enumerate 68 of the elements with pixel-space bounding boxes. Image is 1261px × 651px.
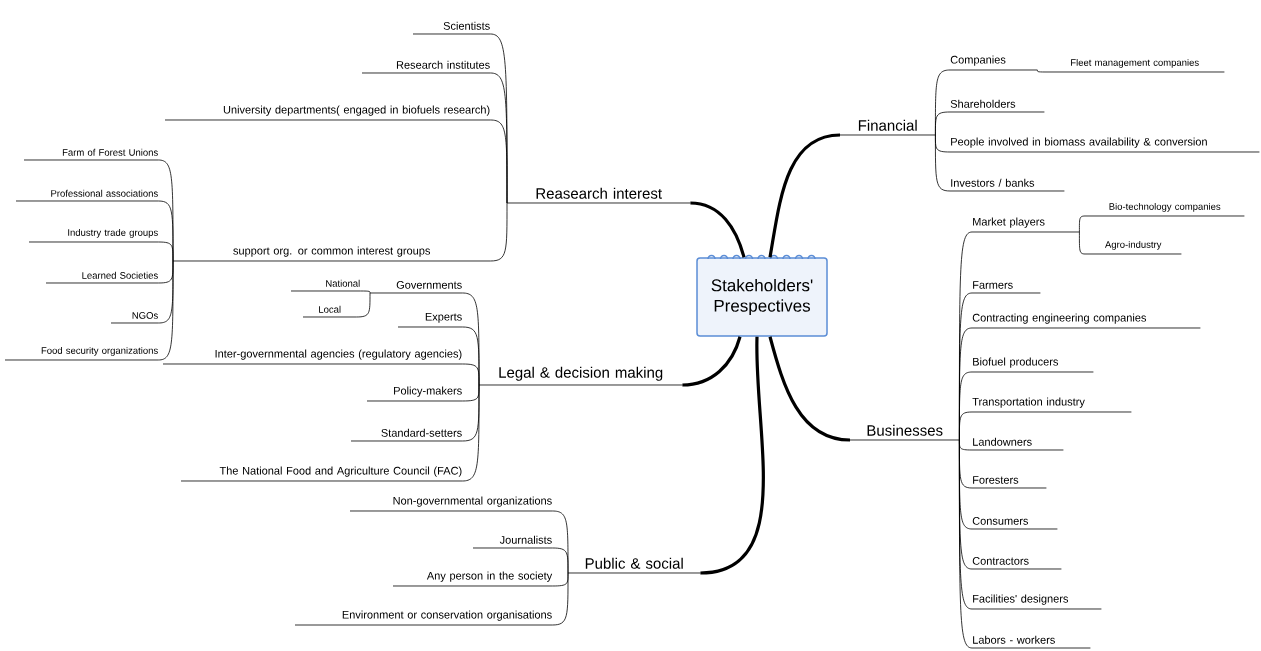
branch-label: Foresters <box>971 476 1047 489</box>
connector <box>462 384 480 482</box>
branch-label: University departments( engaged in biofuels research) <box>164 105 491 121</box>
connector <box>462 363 480 386</box>
connector <box>158 241 174 262</box>
connector <box>490 119 508 204</box>
connector <box>1079 231 1086 255</box>
connector <box>158 260 174 361</box>
branch-label: Investors / banks <box>949 178 1065 192</box>
branch-label: Professional associations <box>15 189 159 202</box>
branch-label: Facilities' designers <box>971 594 1102 610</box>
connector <box>959 411 973 441</box>
branch-label: Standard-setters <box>350 428 463 442</box>
connector <box>360 290 371 294</box>
connector <box>768 133 841 258</box>
branch-label: Experts <box>397 312 463 328</box>
branch-label: The National Food and Agriculture Council (FAC) <box>180 466 463 482</box>
branch-label: NGOs <box>110 312 159 324</box>
branch-label: Research institutes <box>361 60 491 74</box>
connector <box>356 292 371 318</box>
branch-label: Any person in the society <box>392 571 553 587</box>
branch-label: Food security organizations <box>4 346 159 361</box>
branch-label: Journalists <box>472 535 553 549</box>
branch-label: Biofuel producers <box>971 357 1094 373</box>
branch-label: Environment or conservation organisations <box>294 610 553 626</box>
branch-label: National <box>290 279 361 292</box>
branch-label: Scientists <box>412 21 491 35</box>
connector <box>552 572 569 626</box>
branch-label: Local <box>302 305 357 318</box>
branch-label: Shareholders <box>949 99 1045 113</box>
notebook-box: Stakeholders' Prespectives <box>696 254 828 337</box>
branch-label: Bio-technology companies <box>1084 202 1245 217</box>
branch-label: Policy-makers <box>366 386 463 402</box>
branch-label: support org. or common interest groups <box>172 246 491 262</box>
connector <box>1037 69 1046 73</box>
connector <box>768 336 851 442</box>
branch-label: Labors - workers <box>971 635 1091 649</box>
connector <box>700 336 765 575</box>
connector <box>690 201 746 258</box>
connector <box>552 547 569 574</box>
branch-label: Non-governmental organizations <box>349 496 553 512</box>
branch-label: Reasearch interest <box>506 187 691 204</box>
connector <box>490 202 508 262</box>
branch-label: Farmers <box>971 281 1041 294</box>
branch-label: People involved in biomass availability & conversion <box>949 137 1260 153</box>
branch-label: Contractors <box>971 557 1062 570</box>
connector <box>1079 215 1086 233</box>
connector <box>682 336 742 387</box>
branch-label: Legal & decision making <box>478 366 683 386</box>
branch-label: Farm of Forest Unions <box>23 148 159 161</box>
connector <box>959 439 973 649</box>
branch-label: Governments <box>369 281 463 294</box>
branch-label: Contracting engineering companies <box>971 313 1201 329</box>
branch-label: Consumers <box>971 517 1058 530</box>
branch-label: Agro-industry <box>1084 240 1182 255</box>
branch-label: Financial <box>839 119 936 136</box>
connector <box>935 134 951 192</box>
branch-label: Businesses <box>849 424 960 441</box>
branch-label: Fleet management companies <box>1044 58 1225 73</box>
branch-label: Market players <box>971 217 1080 233</box>
branch-label: Companies <box>949 55 1038 71</box>
branch-label: Transportation industry <box>971 397 1132 413</box>
branch-label: Inter-governmental agencies (regulatory agencies) <box>162 349 463 365</box>
branch-label: Public & social <box>567 557 701 574</box>
connector <box>935 111 951 136</box>
branch-label: Industry trade groups <box>28 228 159 243</box>
branch-label: Learned Societies <box>45 271 159 284</box>
branch-label: Landowners <box>971 437 1064 451</box>
